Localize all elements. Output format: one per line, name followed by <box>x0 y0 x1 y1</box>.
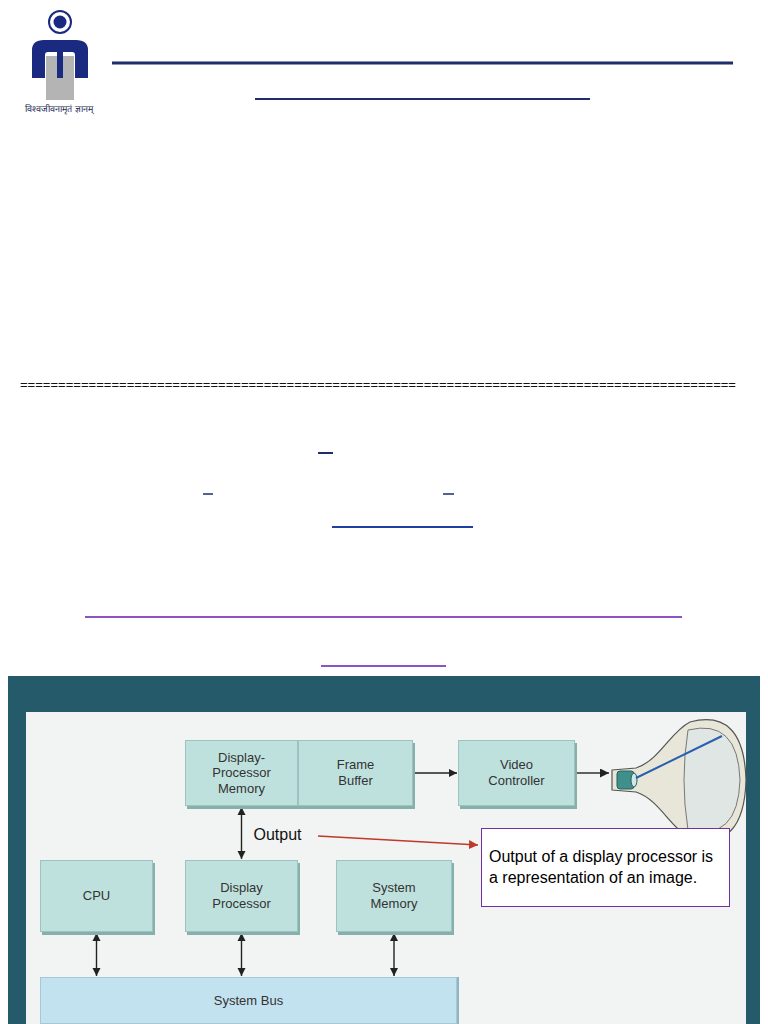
callout-box: Output of a display processor is a repre… <box>481 828 730 907</box>
underline-link <box>332 526 473 528</box>
underline-dash <box>203 493 213 495</box>
logo-dot <box>54 16 67 29</box>
node-label: Display Processor <box>202 880 282 911</box>
node-label: System Memory <box>354 880 434 911</box>
logo-motto: विश्वजीवनामृतं ज्ञानम् <box>25 102 93 115</box>
memory-box: Display- Processor Memory <box>185 740 298 806</box>
node-text-group: Output of a display processor is a repre… <box>489 847 722 889</box>
underline-purple <box>85 616 682 618</box>
node-label: Output of a display processor is a repre… <box>489 847 722 889</box>
underline-dash <box>318 452 333 454</box>
edge-label: Output <box>252 826 304 844</box>
logo-ring <box>49 11 71 33</box>
cpu-box: CPU <box>40 860 153 932</box>
buffer-box: Frame Buffer <box>298 740 413 806</box>
node-text-group: Display Processor <box>202 880 282 911</box>
node-label: Frame Buffer <box>326 757 386 788</box>
bus-arrow <box>241 933 242 976</box>
slide-panel <box>8 676 760 1024</box>
crt-monitor <box>612 720 746 841</box>
node-text-group: Video Controller <box>477 757 557 788</box>
bus-band: System Bus <box>40 977 457 1024</box>
callout-leader <box>318 836 478 845</box>
bus-arrow <box>414 772 457 773</box>
signal-arrow <box>577 772 609 773</box>
processor-box: Display Processor <box>185 860 298 932</box>
institute-logo <box>32 11 88 100</box>
electron-gun-tip <box>631 773 637 787</box>
header-rule <box>112 62 733 65</box>
node-text-group: System Bus <box>214 993 283 1008</box>
node-text-group: Frame Buffer <box>326 757 386 788</box>
memory-box: System Memory <box>336 860 452 932</box>
node-text-group: Display- Processor Memory <box>196 750 288 797</box>
electron-beam <box>636 736 722 778</box>
node-label: CPU <box>83 888 110 904</box>
header-rule <box>255 98 590 100</box>
node-text-group: System Memory <box>354 880 434 911</box>
bus-arrow <box>393 933 394 976</box>
node-label: Display- Processor Memory <box>196 750 288 797</box>
logo-arches <box>32 40 88 78</box>
underline-purple <box>321 665 446 667</box>
figure-ground <box>26 712 746 1024</box>
crt-screen <box>684 728 740 832</box>
node-text-group: CPU <box>83 888 110 904</box>
underline-dash <box>443 493 454 495</box>
node-label: Video Controller <box>477 757 557 788</box>
crt-tube <box>612 720 746 841</box>
bus-arrow <box>241 807 242 859</box>
controller-box: Video Controller <box>458 740 575 806</box>
bus-arrow <box>96 933 97 976</box>
separator-rule: ========================================… <box>20 377 736 392</box>
node-label: System Bus <box>214 993 283 1008</box>
